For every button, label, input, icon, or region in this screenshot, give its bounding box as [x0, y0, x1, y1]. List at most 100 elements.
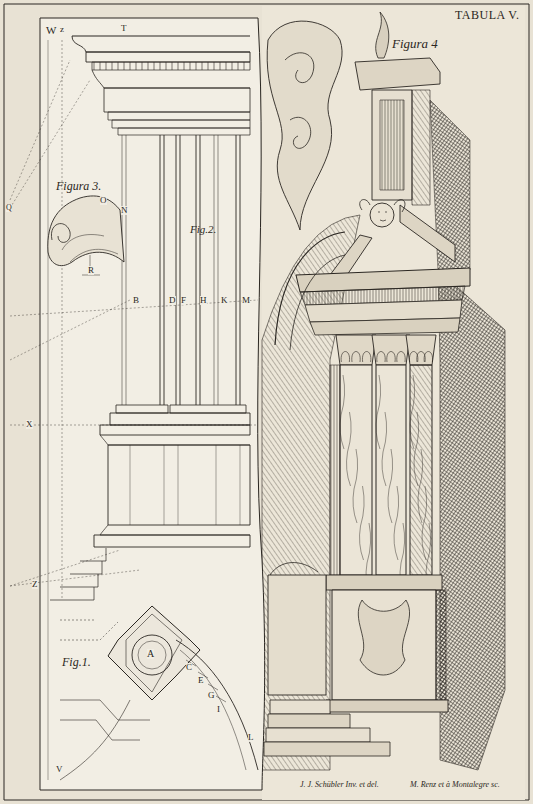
dentil — [100, 62, 101, 70]
reference-letter: E — [198, 676, 204, 685]
reference-letter: z — [60, 25, 64, 34]
construction-line — [10, 550, 120, 586]
pedestal-line — [130, 445, 131, 525]
reference-letter: I — [217, 705, 220, 714]
broken-pediment — [400, 205, 455, 262]
marble-vein — [418, 449, 423, 523]
column-base — [170, 405, 246, 413]
plan-curve — [176, 640, 258, 770]
plan-outline — [108, 606, 200, 700]
dentil — [214, 62, 215, 70]
marble-vein — [382, 412, 387, 486]
altar-step — [268, 714, 350, 728]
dentil — [226, 62, 227, 70]
ovolo — [92, 70, 250, 88]
altar-table — [268, 575, 326, 695]
broken-pediment — [330, 235, 372, 278]
marble-vein — [353, 449, 358, 523]
plate-border — [4, 4, 529, 800]
attic-cornice — [355, 58, 440, 90]
dentil — [160, 62, 161, 70]
dentil — [154, 62, 155, 70]
pedestal-moulding — [100, 525, 250, 535]
dentil — [148, 62, 149, 70]
pilaster-shaft — [240, 135, 241, 405]
reference-letter: K — [221, 296, 228, 305]
acanthus-leaf — [387, 352, 395, 363]
plan-inner — [126, 614, 182, 692]
attic-panel — [380, 100, 404, 190]
dentil — [190, 62, 191, 70]
scroll-volute — [290, 117, 311, 148]
pedestal-line — [164, 445, 165, 525]
cornice-line — [72, 35, 250, 36]
acanthus-leaf — [352, 352, 360, 363]
reference-letter: W — [46, 25, 56, 36]
pedestal-die — [332, 590, 436, 700]
dentil — [118, 62, 119, 70]
dentil — [220, 62, 221, 70]
pilaster-shaft — [122, 135, 123, 405]
step-profile — [80, 548, 106, 561]
column-base — [116, 405, 168, 413]
reference-letter: T — [121, 24, 127, 33]
step-profile — [70, 561, 102, 574]
acanthus-leaf — [362, 352, 370, 363]
figure-caption: Fig.1. — [62, 656, 91, 668]
scroll-bracket — [48, 196, 124, 266]
reference-letter: Q — [6, 204, 12, 212]
acanthus-leaf — [424, 352, 432, 363]
dentil — [142, 62, 143, 70]
elevation-panel — [40, 18, 265, 790]
reference-letter: B — [133, 296, 139, 305]
dentil-band — [92, 62, 250, 70]
plinth — [110, 413, 250, 425]
reference-letter: D — [169, 296, 176, 305]
engraving — [4, 4, 529, 800]
reference-letter: V — [56, 765, 63, 774]
marble-vein — [376, 375, 381, 449]
architrave — [310, 318, 460, 335]
reference-letter: N — [121, 206, 128, 215]
pedestal-line — [240, 445, 241, 525]
marble-vein — [340, 375, 345, 449]
marble-vein — [410, 375, 415, 449]
acanthus-leaf — [377, 352, 385, 363]
cherub-head — [370, 203, 394, 227]
pilaster-shaft — [218, 135, 219, 405]
reference-letter: R — [88, 266, 94, 275]
reference-letter: H — [200, 296, 207, 305]
column-plan — [132, 635, 172, 675]
reference-letter: X — [26, 420, 33, 429]
altar-step — [264, 742, 390, 756]
column-shaft — [410, 365, 432, 575]
dentil — [184, 62, 185, 70]
construction-line — [10, 570, 140, 586]
pedestal-cornice — [326, 575, 442, 590]
pedestal-base — [94, 535, 250, 547]
plan-tick — [208, 684, 218, 690]
dentil — [130, 62, 131, 70]
dentil — [196, 62, 197, 70]
architrave-fascia — [112, 120, 250, 128]
marble-vein — [422, 486, 427, 560]
marble-vein — [414, 412, 419, 486]
back-pilaster — [330, 365, 340, 575]
column-plan — [138, 641, 166, 669]
dentil — [244, 62, 245, 70]
pilaster-shaft — [236, 135, 237, 405]
plate-title: TABULA V. — [455, 9, 519, 21]
altar-ornament — [270, 563, 318, 575]
pedestal-line — [178, 445, 179, 525]
pedestal-side — [436, 590, 446, 700]
niche-arch — [275, 232, 345, 345]
plan-curve — [180, 650, 246, 770]
construction-line — [48, 40, 49, 780]
attic-side — [412, 90, 430, 205]
pilaster-shaft — [164, 135, 165, 405]
marble-vein — [388, 449, 393, 523]
capital — [406, 335, 436, 365]
dentil — [124, 62, 125, 70]
